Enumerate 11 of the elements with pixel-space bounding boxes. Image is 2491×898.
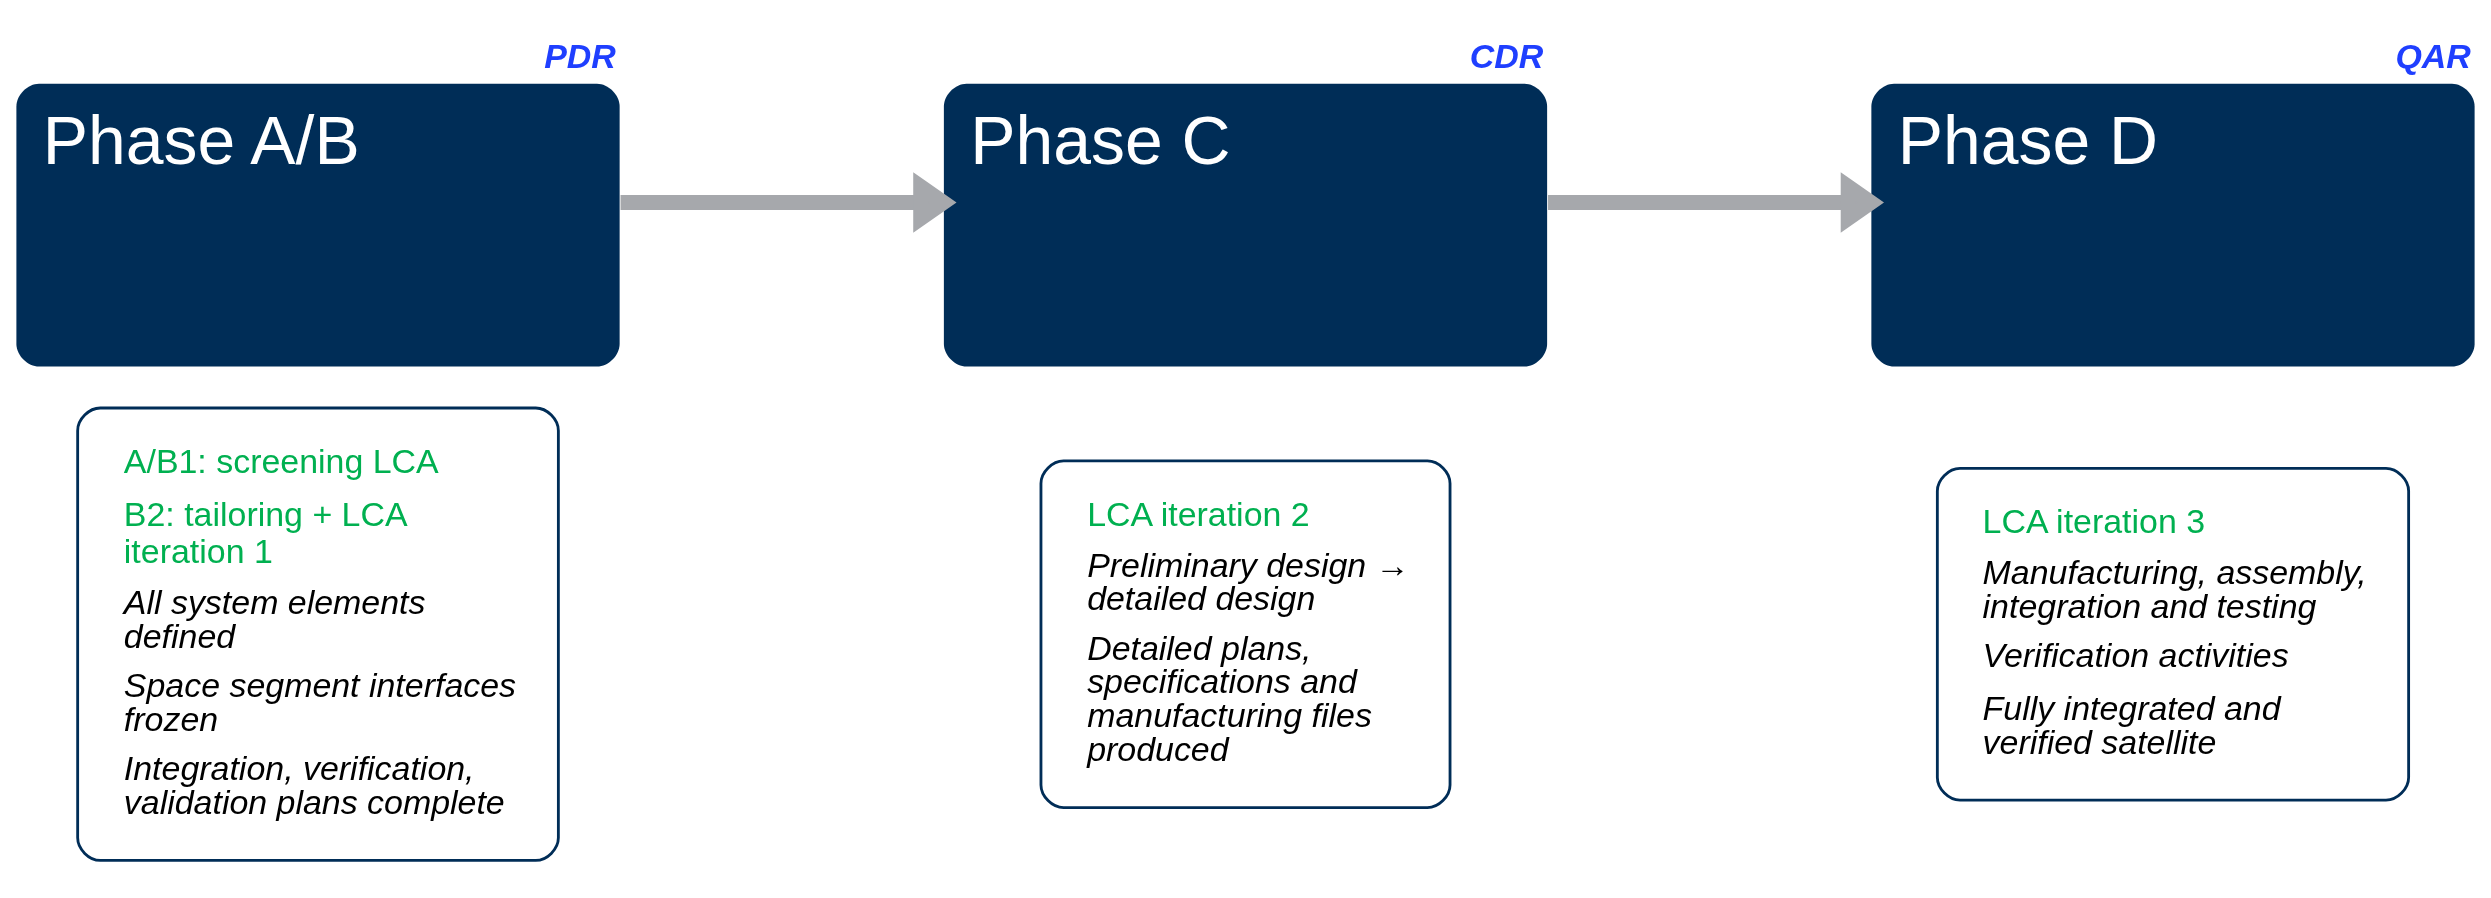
arrow: [620, 171, 957, 233]
node-label: CDR: [1469, 36, 1544, 75]
arrow: [1548, 171, 1884, 233]
node-box: LCA iteration 2 Preliminary design → detailed design Detailed plans, specifications and manufacturing files produced: [1039, 458, 1452, 809]
node-box: Phase A/B: [16, 83, 620, 367]
node-label: QAR: [2395, 36, 2471, 75]
node-label: PDR: [544, 36, 616, 75]
node-box: LCA iteration 3 Manufacturing, assembly, integration and testing Verification activities Fully integrated and verified satellite: [1935, 466, 2411, 802]
node-box: Phase C: [943, 83, 1548, 367]
node-box: Phase D: [1871, 83, 2475, 367]
node-box: A/B1: screening LCA B2: tailoring + LCA iteration 1 All system elements defined Space segment interfaces frozen Integration, verification, validation plans complete: [76, 406, 560, 862]
